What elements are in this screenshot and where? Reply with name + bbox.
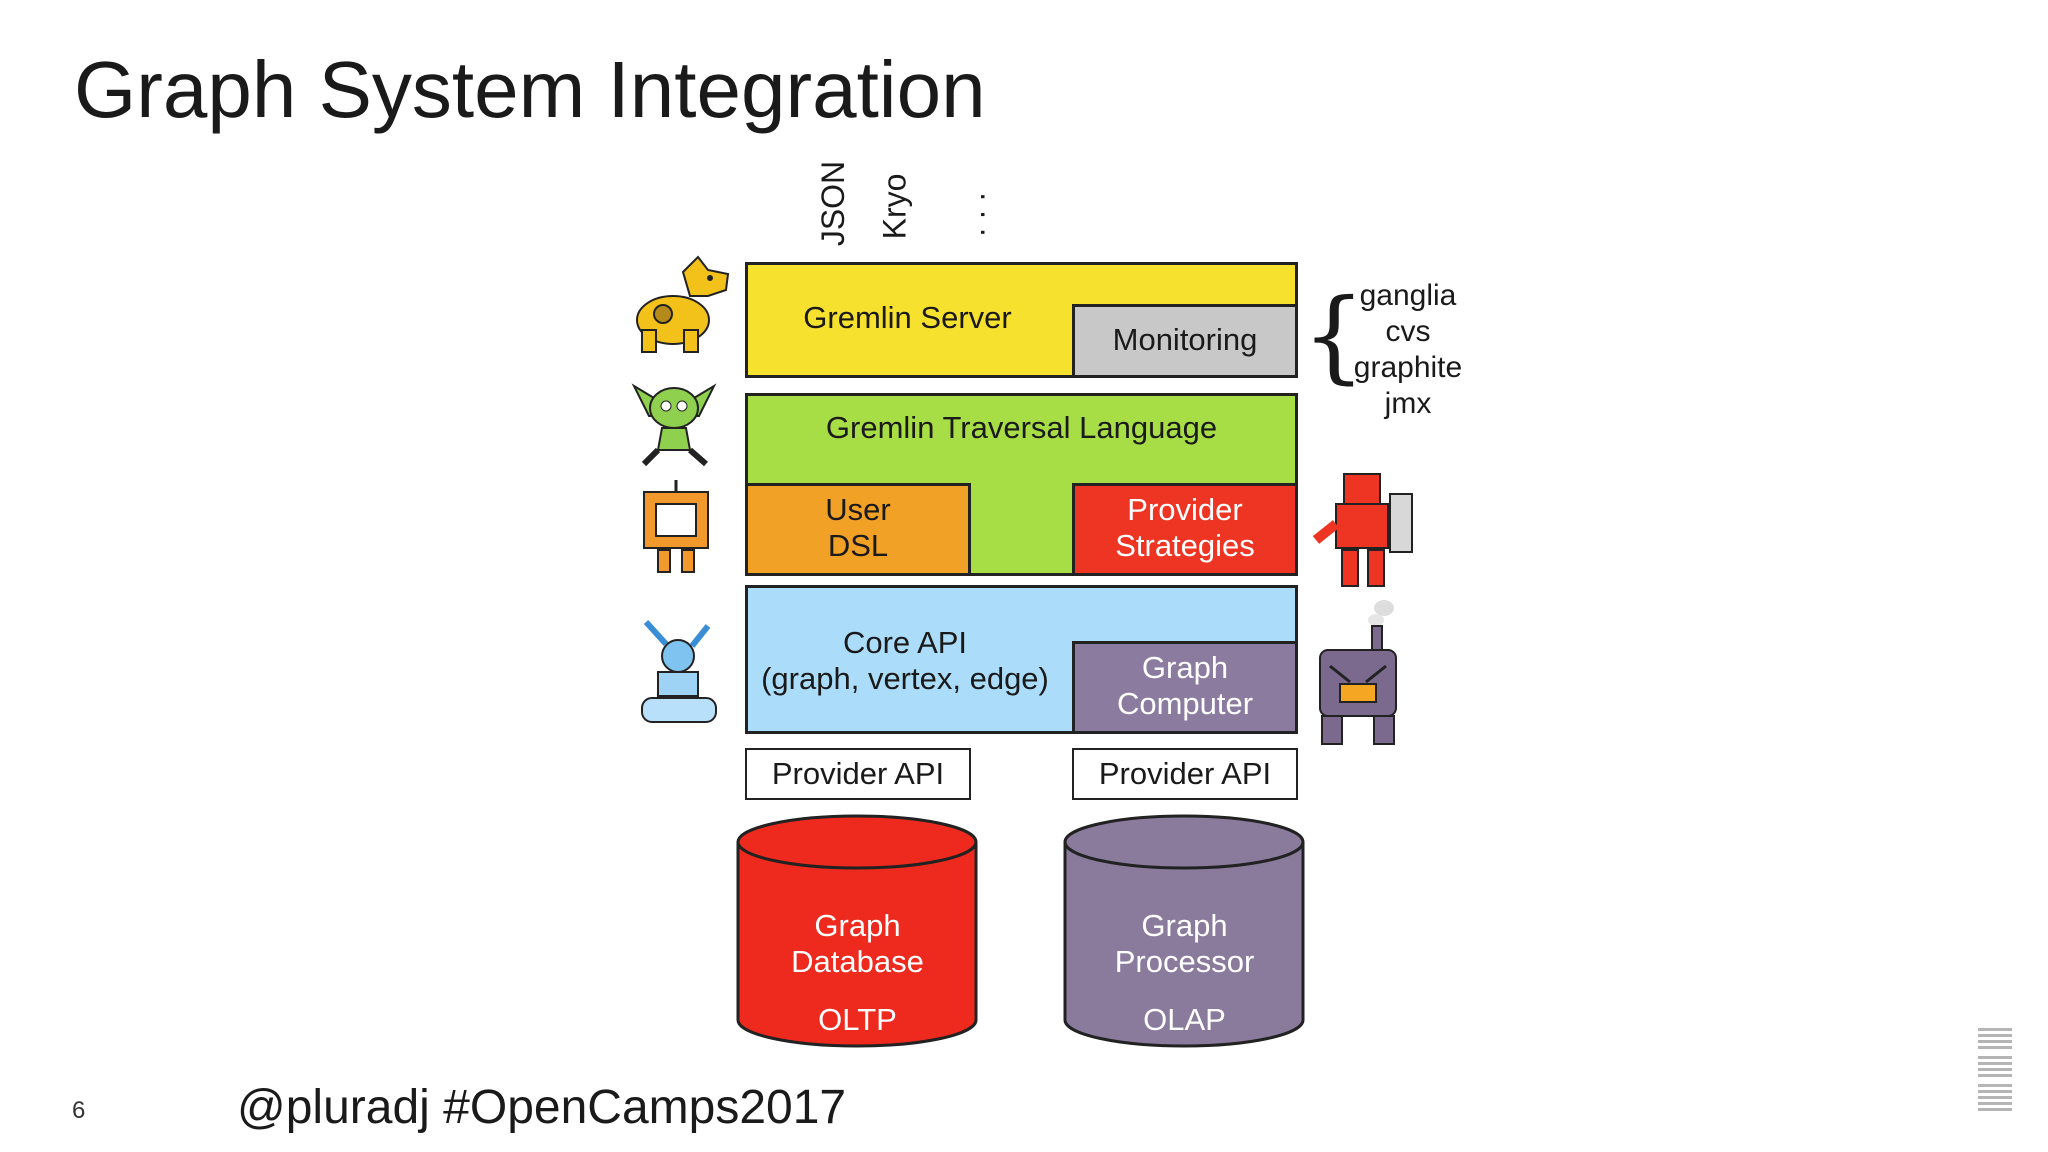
oltp-label: OLTP <box>818 1002 897 1037</box>
strategy-robot-mascot-icon <box>1312 473 1413 587</box>
provider-api-right-box <box>1072 748 1298 800</box>
dog-mascot-icon <box>636 255 730 353</box>
monitoring-box <box>1072 304 1298 378</box>
graph-processor-cylinder <box>1063 814 1305 1048</box>
user-dsl-label: User DSL <box>825 492 891 563</box>
provider-api-left-box <box>745 748 971 800</box>
graph-database-label: Graph Database OLTP <box>735 908 980 1038</box>
tool-cvs: cvs <box>1385 315 1431 348</box>
graph-computer-label: Graph Computer <box>1116 650 1254 721</box>
gremlin-server-label: Gremlin Server <box>803 300 1012 335</box>
olap-label: OLAP <box>1143 1002 1226 1037</box>
core-api-label: Core API (graph, vertex, edge) <box>761 625 1049 696</box>
graph-processor-label: Graph Processor OLAP <box>1062 908 1307 1038</box>
curly-brace: { <box>1302 277 1366 394</box>
footer-handle: @pluradj #OpenCamps2017 <box>237 1081 847 1134</box>
robot-tank-mascot-icon <box>641 619 717 723</box>
graph-database-cylinder <box>736 814 978 1048</box>
provider-strategies-label: Provider Strategies <box>1115 492 1255 563</box>
graph-computer-box <box>1072 641 1298 734</box>
tool-graphite: graphite <box>1353 351 1463 384</box>
monitoring-label: Monitoring <box>1112 322 1258 357</box>
tool-ganglia: ganglia <box>1359 279 1457 312</box>
frame-mascot-icon <box>643 480 709 573</box>
tool-jmx: jmx <box>1384 387 1432 420</box>
provider-api-right-label: Provider API <box>1098 756 1272 791</box>
provider-strategies-box <box>1072 483 1298 576</box>
traversal-language-label: Gremlin Traversal Language <box>825 410 1218 445</box>
provider-api-left-label: Provider API <box>771 756 945 791</box>
page-title: Graph System Integration <box>74 45 986 134</box>
ibm-logo <box>1978 1028 2012 1111</box>
furnace-mascot-icon <box>1319 600 1397 745</box>
user-dsl-box <box>745 483 971 576</box>
monitoring-tools-list: ganglia cvs graphite jmx <box>1338 278 1478 422</box>
serializer-json-label: JSON <box>815 160 852 247</box>
serializer-more-label: . . . <box>955 192 992 237</box>
page-number: 6 <box>72 1097 86 1124</box>
gremlin-mascot-icon <box>631 383 717 467</box>
serializer-kryo-label: Kryo <box>876 173 913 240</box>
